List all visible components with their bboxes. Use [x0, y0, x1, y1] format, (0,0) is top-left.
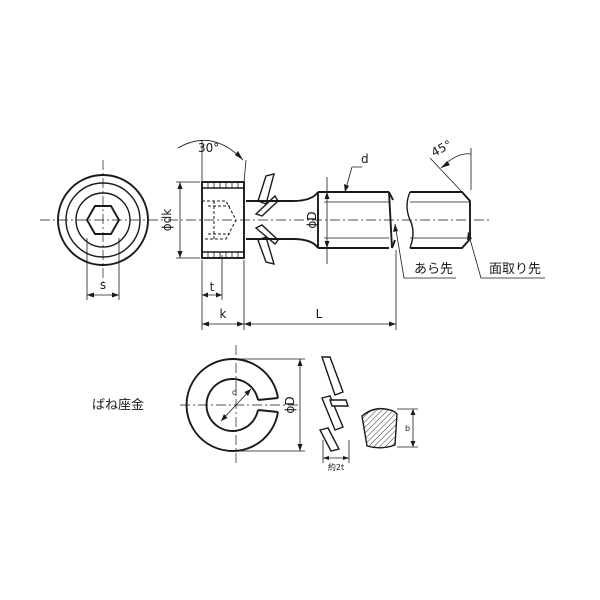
chamfer-end-detail	[406, 148, 545, 279]
angle-30-label: 30°	[198, 141, 219, 155]
washer-d-label: d	[232, 388, 237, 397]
angle-45-label: 45°	[429, 137, 454, 159]
dim-d-label: d	[361, 152, 369, 166]
spring-washer-label: ばね座金	[92, 397, 144, 413]
washer-thickness-label: 約2t	[328, 462, 344, 472]
dim-k-label: k	[220, 307, 227, 321]
chamfer-end-label: 面取り先	[489, 262, 541, 277]
head-end-view	[40, 160, 165, 300]
washer-b-label: b	[405, 424, 410, 433]
spring-washer-front-view	[180, 345, 305, 465]
dim-L-label: L	[316, 307, 323, 321]
bolt-side-view	[168, 140, 490, 330]
dim-t-label: t	[210, 280, 215, 294]
dim-s-label: s	[100, 278, 106, 292]
rough-end-label: あら先	[414, 262, 453, 277]
washer-D-label: ϕD	[283, 396, 297, 413]
dim-dk-label: ϕdk	[160, 209, 174, 232]
dim-D-label: ϕD	[305, 211, 319, 228]
spring-washer-section	[361, 407, 418, 449]
spring-washer-side-view	[318, 356, 350, 463]
